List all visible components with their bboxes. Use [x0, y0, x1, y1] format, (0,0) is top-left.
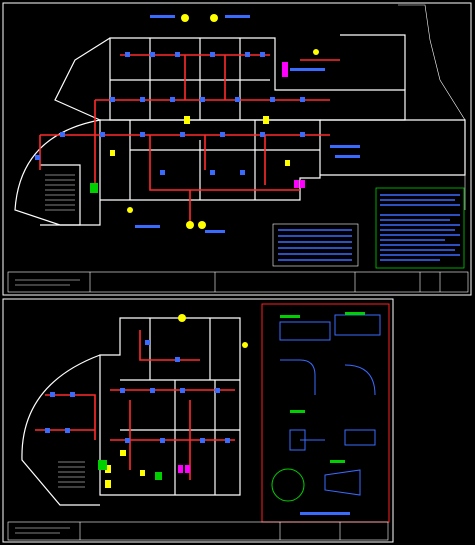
sheet-2-frame [2, 298, 394, 543]
sheet-2-diffusers [45, 340, 230, 443]
stair-icon [58, 461, 85, 488]
sheet-2 [2, 298, 394, 543]
detail-panel [261, 303, 390, 523]
sheet-1-diffusers [35, 52, 305, 175]
sheet-2-magenta-tags [178, 465, 190, 473]
sheet-1-walls [14, 34, 466, 226]
notes-block [375, 187, 465, 269]
sheet-2-walls [21, 317, 241, 506]
fan-coil-unit-icon [110, 14, 319, 229]
grille-icon [271, 468, 305, 502]
equipment-icon [155, 472, 162, 480]
equipment-icon [90, 183, 98, 193]
sheet-1 [2, 2, 472, 296]
sheet-1-callouts [135, 15, 360, 233]
fan-coil-unit-icon [105, 314, 248, 488]
sheet-1-title-block [7, 271, 469, 293]
equipment-icon [98, 460, 107, 470]
stair-icon [45, 174, 75, 211]
sheet-1-site-boundary [398, 4, 466, 210]
sheet-2-supply-ducts [35, 330, 235, 480]
sheet-1-frame [2, 2, 472, 296]
sheet-1-magenta-tags [282, 62, 305, 188]
sheet-2-title-block [7, 521, 389, 541]
legend-table [272, 223, 359, 267]
